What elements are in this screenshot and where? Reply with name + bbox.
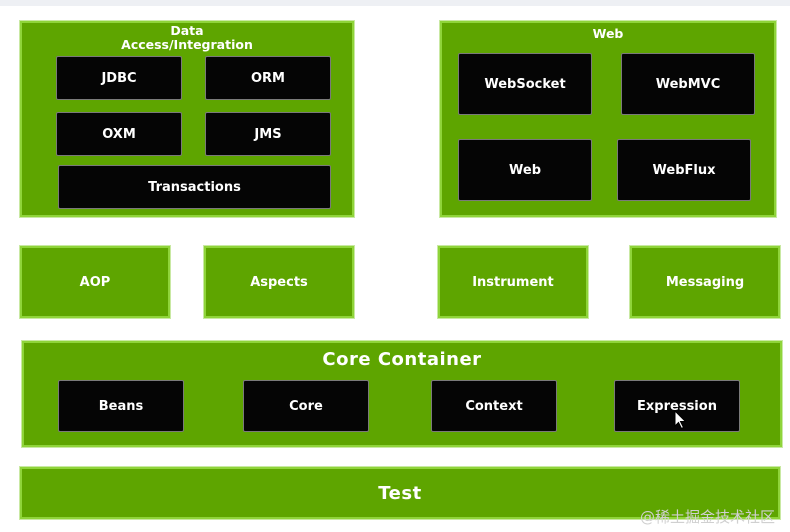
module-jms: JMS <box>205 112 331 156</box>
core-container-title: Core Container <box>322 349 482 370</box>
arrow-cursor-icon <box>674 410 687 430</box>
web-panel: Web WebSocket WebMVC Web WebFlux <box>440 21 776 217</box>
test-bar: Test <box>20 467 780 519</box>
module-webmvc: WebMVC <box>621 53 755 115</box>
module-transactions: Transactions <box>58 165 331 209</box>
module-web: Web <box>458 139 592 201</box>
module-messaging: Messaging <box>630 246 780 318</box>
module-aspects: Aspects <box>204 246 354 318</box>
module-oxm: OXM <box>56 112 182 156</box>
module-websocket: WebSocket <box>458 53 592 115</box>
module-orm: ORM <box>205 56 331 100</box>
data-access-title-line1: Data <box>170 23 204 38</box>
core-container-panel: Core Container Beans Core Context Expres… <box>22 341 782 447</box>
module-jdbc: JDBC <box>56 56 182 100</box>
module-core: Core <box>243 380 369 432</box>
module-beans: Beans <box>58 380 184 432</box>
module-instrument: Instrument <box>438 246 588 318</box>
data-access-title-line2: Access/Integration <box>121 37 253 52</box>
data-access-title: Data Access/Integration <box>22 24 352 52</box>
data-access-panel: Data Access/Integration JDBC ORM OXM JMS… <box>20 21 354 217</box>
module-context: Context <box>431 380 557 432</box>
module-webflux: WebFlux <box>617 139 751 201</box>
top-band <box>0 0 790 6</box>
web-title: Web <box>592 26 624 41</box>
module-aop: AOP <box>20 246 170 318</box>
watermark-text: @稀土掘金技术社区 <box>640 508 776 526</box>
